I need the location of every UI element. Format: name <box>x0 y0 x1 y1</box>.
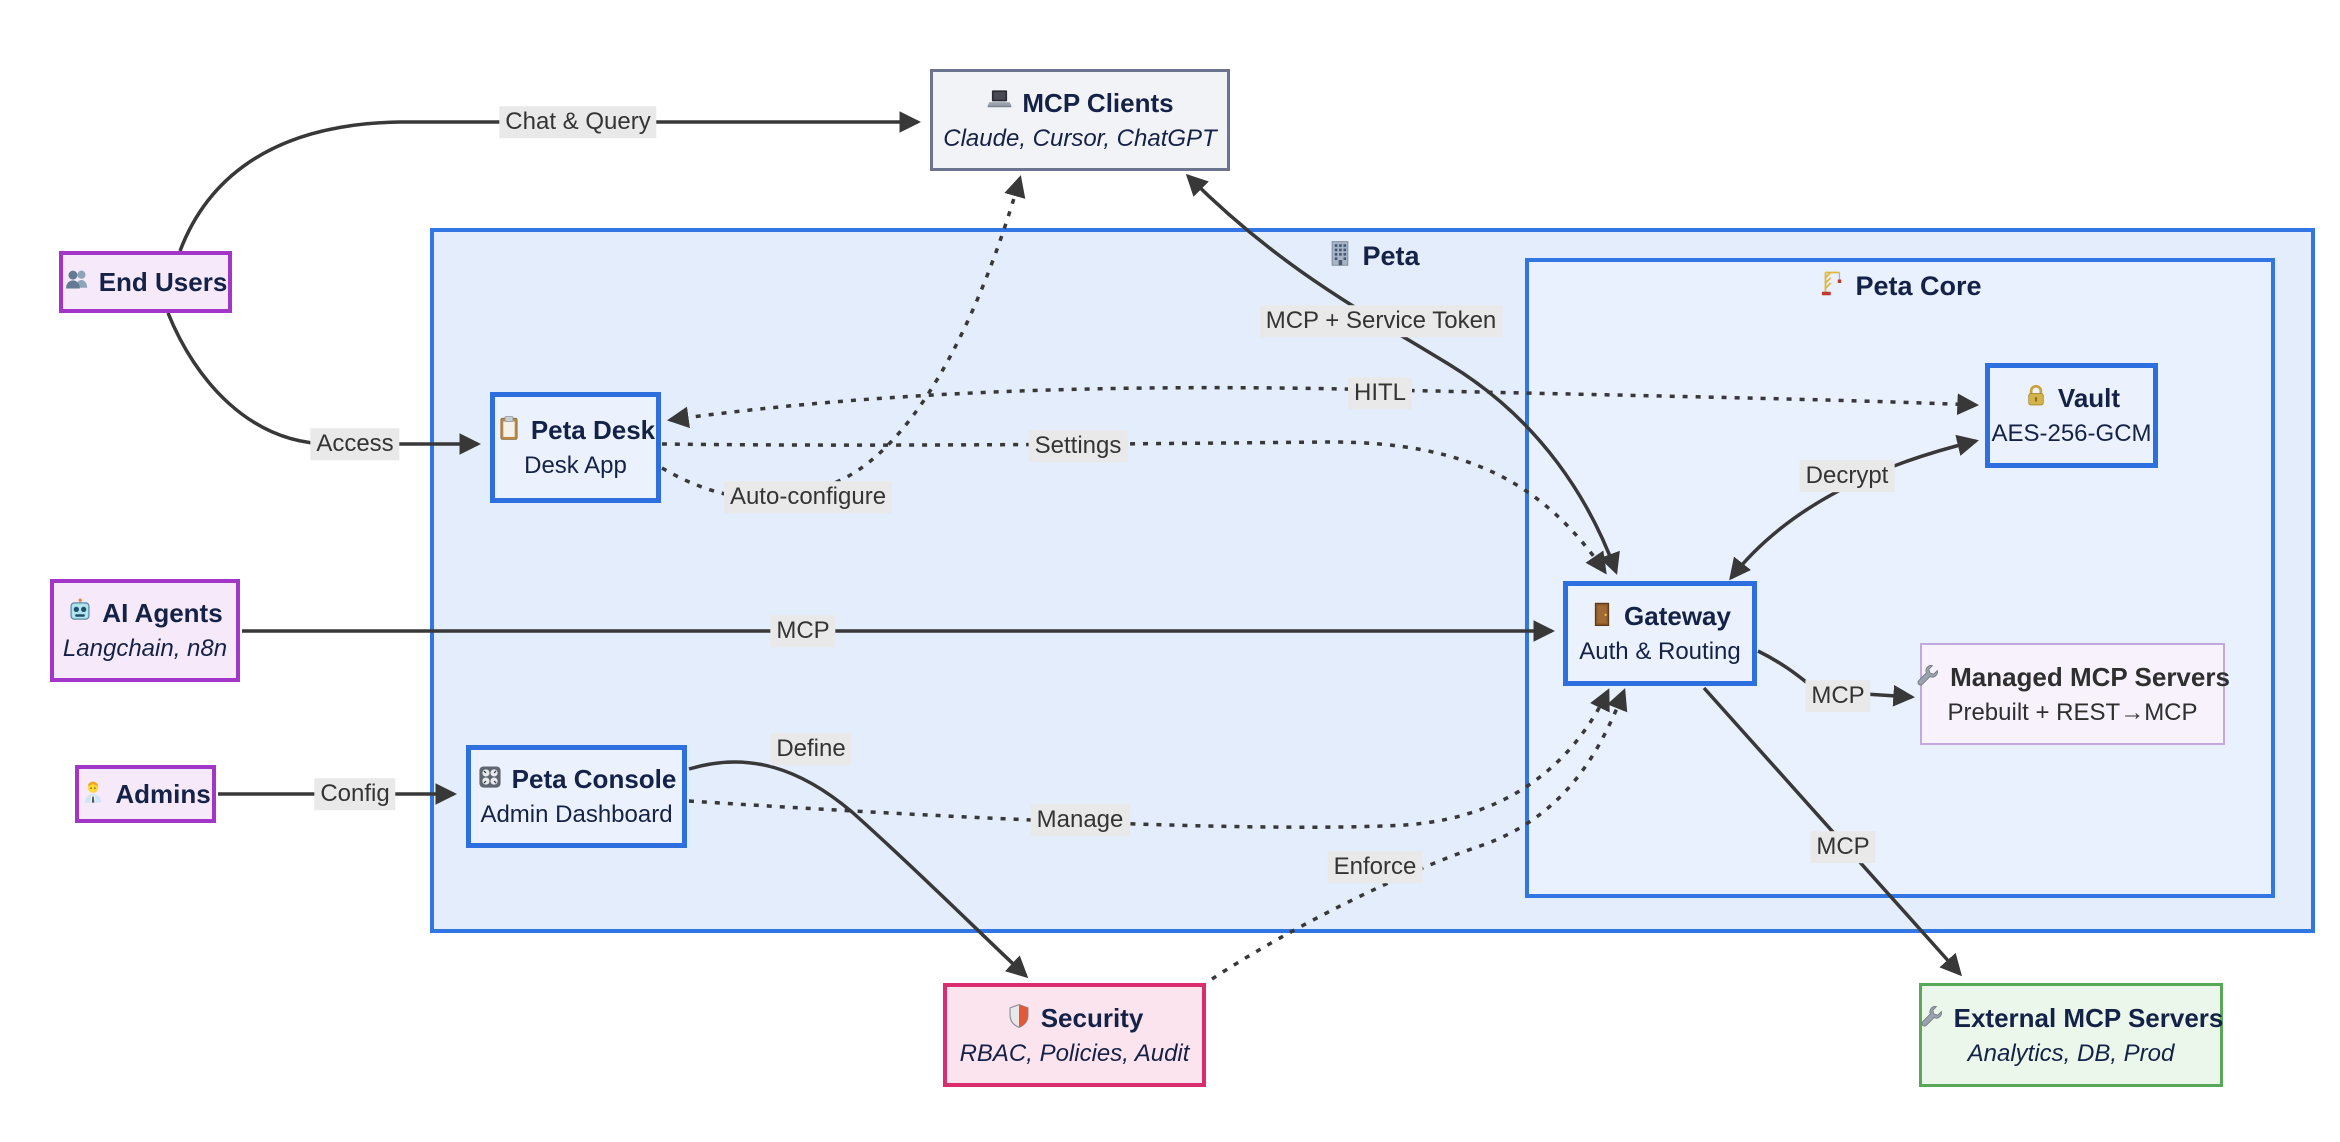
robot-icon <box>67 598 93 629</box>
edge-mcp-external <box>1702 686 1963 977</box>
edge-label-enforce: Enforce <box>1327 851 1423 883</box>
node-title: Admins <box>115 778 211 809</box>
edge-label-mcp-service-token: MCP + Service Token <box>1259 305 1503 337</box>
edge-label-hitl: HITL <box>1347 377 1413 409</box>
edge-label-auto-configure: Auto-configure <box>723 481 893 513</box>
edge-label-define: Define <box>770 733 852 765</box>
node-admins: Admins <box>75 765 216 823</box>
wrench-icon <box>1915 662 1941 693</box>
node-title: AI Agents <box>102 598 223 628</box>
node-end-users: End Users <box>59 251 232 313</box>
edge-label-decrypt: Decrypt <box>1799 460 1895 492</box>
edge-label-manage: Manage <box>1030 804 1130 836</box>
peta-core-subgraph-title: Peta Core <box>1818 269 1982 304</box>
edge-label-access: Access <box>310 428 400 460</box>
edge-mcp-service-token <box>1185 173 1620 575</box>
control-knobs-icon <box>477 764 503 795</box>
node-subtitle: RBAC, Policies, Audit <box>959 1039 1190 1067</box>
node-mcp-clients: MCP Clients Claude, Cursor, ChatGPT <box>930 69 1230 171</box>
node-title: External MCP Servers <box>1953 1002 2224 1033</box>
node-gateway: Gateway Auth & Routing <box>1563 581 1757 686</box>
edge-label-config: Config <box>314 778 396 810</box>
edge-access <box>166 312 482 455</box>
node-title: Vault <box>2057 383 2121 413</box>
edge-label-mcp-managed: MCP <box>1805 680 1871 712</box>
peta-core-subgraph-label: Peta Core <box>1855 271 1982 301</box>
wrench-icon <box>1919 1003 1945 1034</box>
node-peta-console: Peta Console Admin Dashboard <box>466 745 687 848</box>
edge-chat-query <box>178 111 922 252</box>
node-title: MCP Clients <box>1022 87 1174 118</box>
lock-icon <box>2023 383 2049 414</box>
edge-settings <box>661 440 1607 575</box>
node-managed-mcp-servers: Managed MCP Servers Prebuilt + REST→MCP <box>1917 643 2230 745</box>
node-title: Gateway <box>1624 601 1731 631</box>
node-subtitle: Claude, Cursor, ChatGPT <box>943 125 1217 152</box>
door-icon <box>1589 601 1615 632</box>
edge-label-settings: Settings <box>1028 430 1128 462</box>
clipboard-icon <box>496 415 522 446</box>
laptop-icon <box>986 87 1013 119</box>
node-subtitle: Auth & Routing <box>1579 638 1741 665</box>
node-subtitle: Langchain, n8n <box>62 635 228 662</box>
edge-auto-configure <box>661 175 1026 501</box>
node-ai-agents: AI Agents Langchain, n8n <box>50 579 240 682</box>
edge-hitl <box>666 385 1980 429</box>
edge-label-chat-query: Chat & Query <box>499 106 657 138</box>
node-peta-desk: Peta Desk Desk App <box>490 392 661 503</box>
node-vault: Vault AES-256-GCM <box>1985 363 2158 468</box>
office-worker-icon <box>80 779 106 810</box>
node-subtitle: Analytics, DB, Prod <box>1967 1039 2175 1067</box>
node-title: Managed MCP Servers <box>1950 661 2230 692</box>
edge-label-mcp-agents: MCP <box>770 615 836 647</box>
node-subtitle: Admin Dashboard <box>480 801 673 828</box>
edge-enforce <box>1211 688 1628 981</box>
node-subtitle: Prebuilt + REST→MCP <box>1947 698 2198 726</box>
node-title: Peta Console <box>511 764 677 794</box>
node-security: Security RBAC, Policies, Audit <box>943 983 1206 1087</box>
node-subtitle: AES-256-GCM <box>1991 420 2152 447</box>
edge-manage <box>688 688 1610 829</box>
node-title: Security <box>1040 1002 1144 1033</box>
edge-define <box>688 760 1029 979</box>
node-external-mcp-servers: External MCP Servers Analytics, DB, Prod <box>1919 983 2223 1087</box>
edge-decrypt <box>1729 434 1979 581</box>
node-subtitle: Desk App <box>524 452 627 479</box>
crane-icon <box>1818 269 1846 304</box>
node-title: Peta Desk <box>530 415 656 445</box>
shield-icon <box>1006 1003 1032 1034</box>
node-title: End Users <box>98 266 228 297</box>
edge-label-mcp-external: MCP <box>1810 831 1876 863</box>
users-icon <box>64 267 90 298</box>
